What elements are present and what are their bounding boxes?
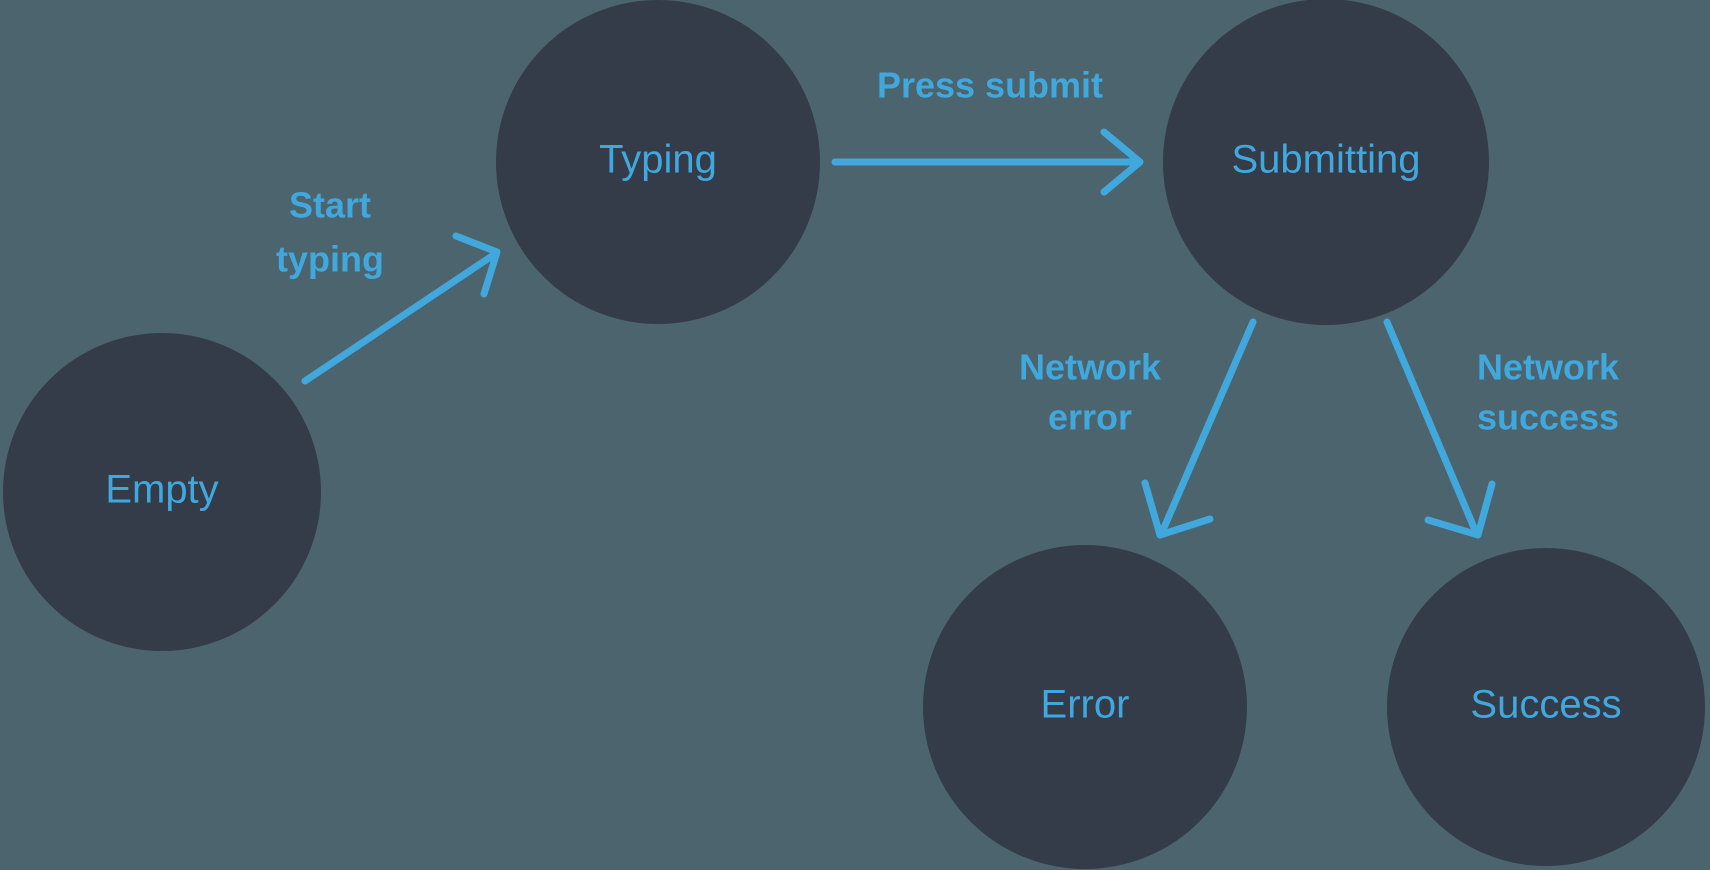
state-label-submitting: Submitting [1232,138,1421,182]
state-node-error[interactable]: Error [923,545,1247,869]
edge-line-start-typing [301,252,496,385]
arrowhead-icon-press-submit [1100,128,1144,196]
state-label-error: Error [1041,683,1130,727]
arrowhead-icon-start-typing [452,232,501,298]
state-circle-typing [496,0,820,324]
edge-submitting-to-success[interactable]: Network success [1383,318,1620,539]
edge-label-network-success-line-1: Network [1477,347,1620,388]
state-circle-success [1387,548,1705,866]
edge-label-network-error-line-1: Network [1019,347,1162,388]
edge-label-network-error-line-2: error [1048,397,1132,438]
state-node-success[interactable]: Success [1387,548,1705,866]
arrowhead-icon-network-error [1141,479,1214,539]
state-label-empty: Empty [105,468,218,512]
edge-label-press-submit-line-1: Press submit [877,65,1103,106]
state-node-empty[interactable]: Empty [3,333,321,651]
edge-typing-to-submitting[interactable]: Press submit [831,65,1144,196]
state-label-success: Success [1470,683,1621,727]
edge-line-network-success [1383,318,1479,534]
edges-group: Start typing Press submit Network error … [276,65,1620,539]
edge-line-network-error [1159,318,1257,534]
state-circle-empty [3,333,321,651]
nodes-group: Empty Typing Submitting Error Success [3,0,1705,869]
edge-label-network-success-line-2: success [1477,397,1619,438]
edge-empty-to-typing[interactable]: Start typing [276,185,501,385]
state-node-typing[interactable]: Typing [496,0,820,324]
state-label-typing: Typing [599,138,717,182]
state-node-submitting[interactable]: Submitting [1163,0,1489,325]
state-circle-error [923,545,1247,869]
edge-label-start-typing-line-1: Start [289,185,371,226]
edge-submitting-to-error[interactable]: Network error [1019,318,1257,539]
arrowhead-icon-network-success [1424,480,1496,539]
state-circle-submitting [1163,0,1489,325]
edge-label-start-typing-line-2: typing [276,239,384,280]
